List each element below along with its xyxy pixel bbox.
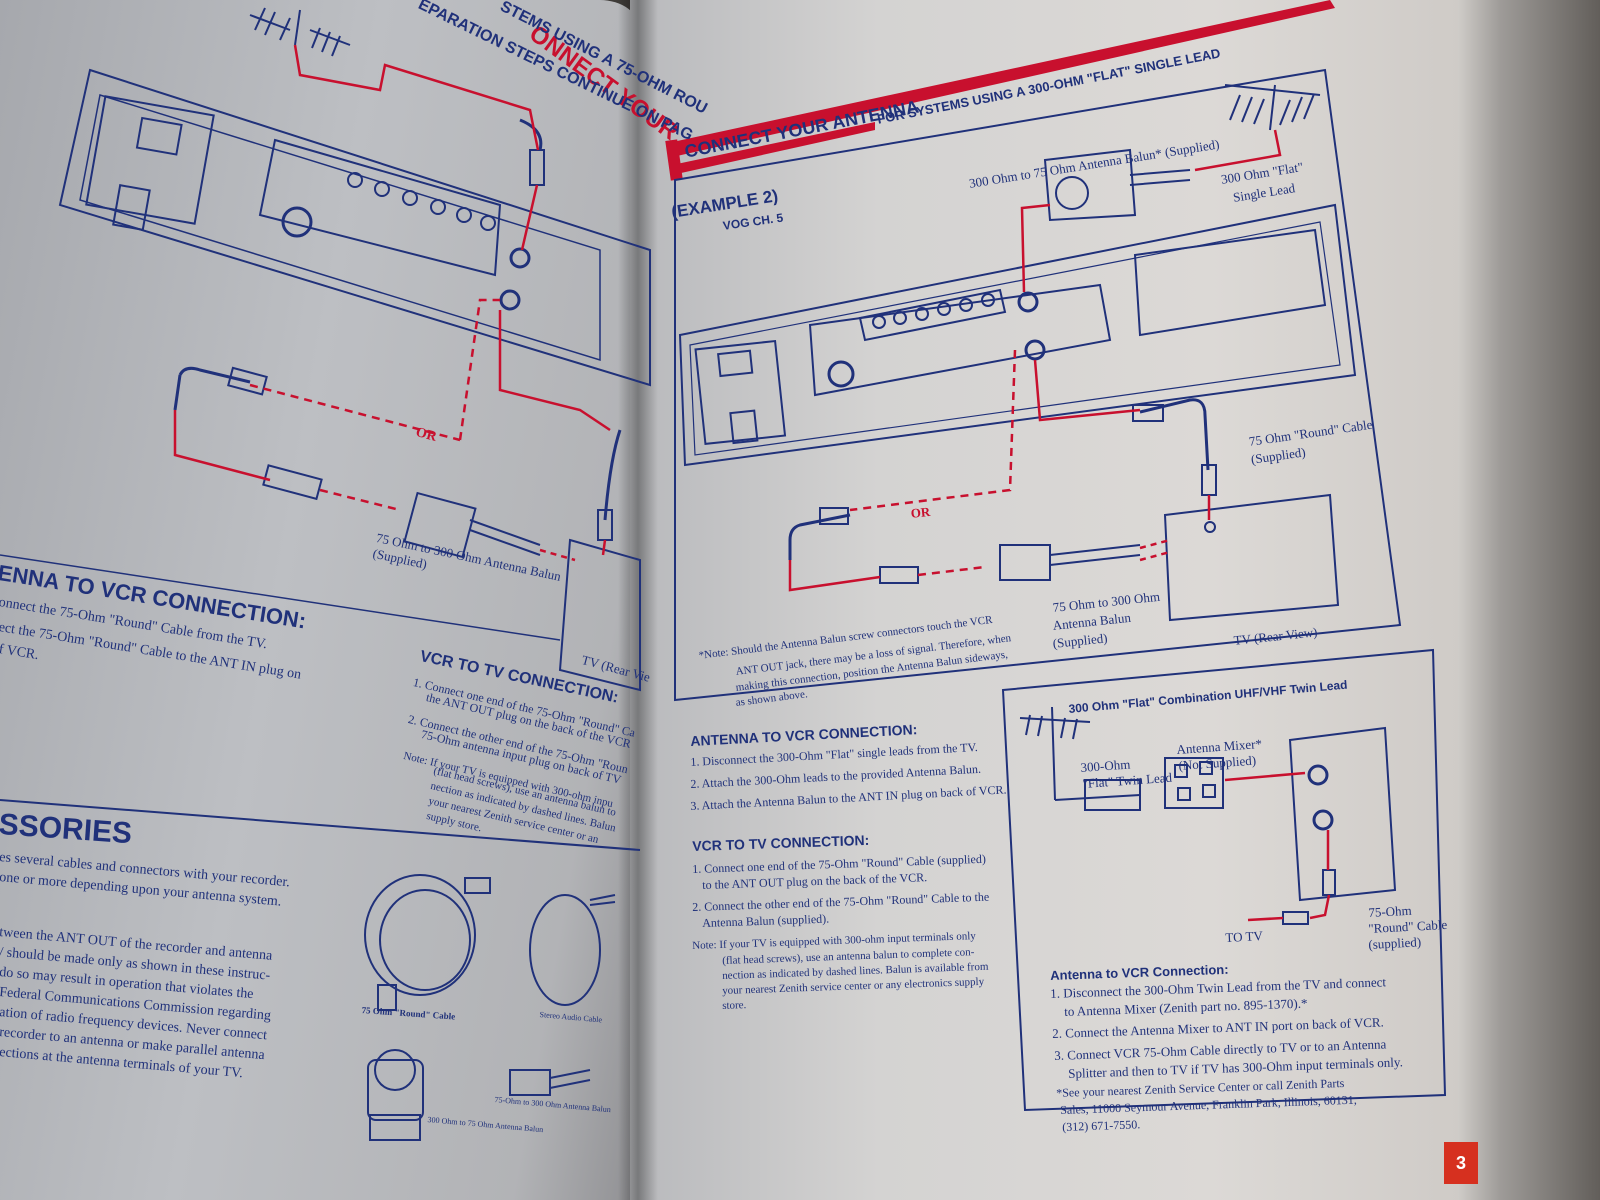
left-vcr-diagram [58,7,651,692]
right-note-b5: store. [722,999,747,1012]
inset-red-wires [1224,771,1331,922]
book-gutter-shadow [618,0,658,1200]
right-main-box [674,68,1402,702]
left-red-wires [173,44,611,562]
inset-round-3: (supplied) [1368,934,1422,952]
inset-foot-3: (312) 671-7550. [1062,1117,1141,1134]
right-vcr-diagram [678,84,1357,622]
right-red-wires [788,129,1282,592]
left-divider-line [0,799,641,851]
right-or-label: OR [910,503,931,521]
inset-box [1001,648,1447,1112]
right-title-band [665,0,1335,181]
accessories-illustrations [364,874,616,1141]
left-section-line [0,554,561,641]
right-manual-page [630,0,1460,1200]
page-edge-stack [1458,0,1600,1200]
page-number-badge: 3 [1444,1142,1478,1184]
inset-to-tv: TO TV [1225,928,1264,945]
